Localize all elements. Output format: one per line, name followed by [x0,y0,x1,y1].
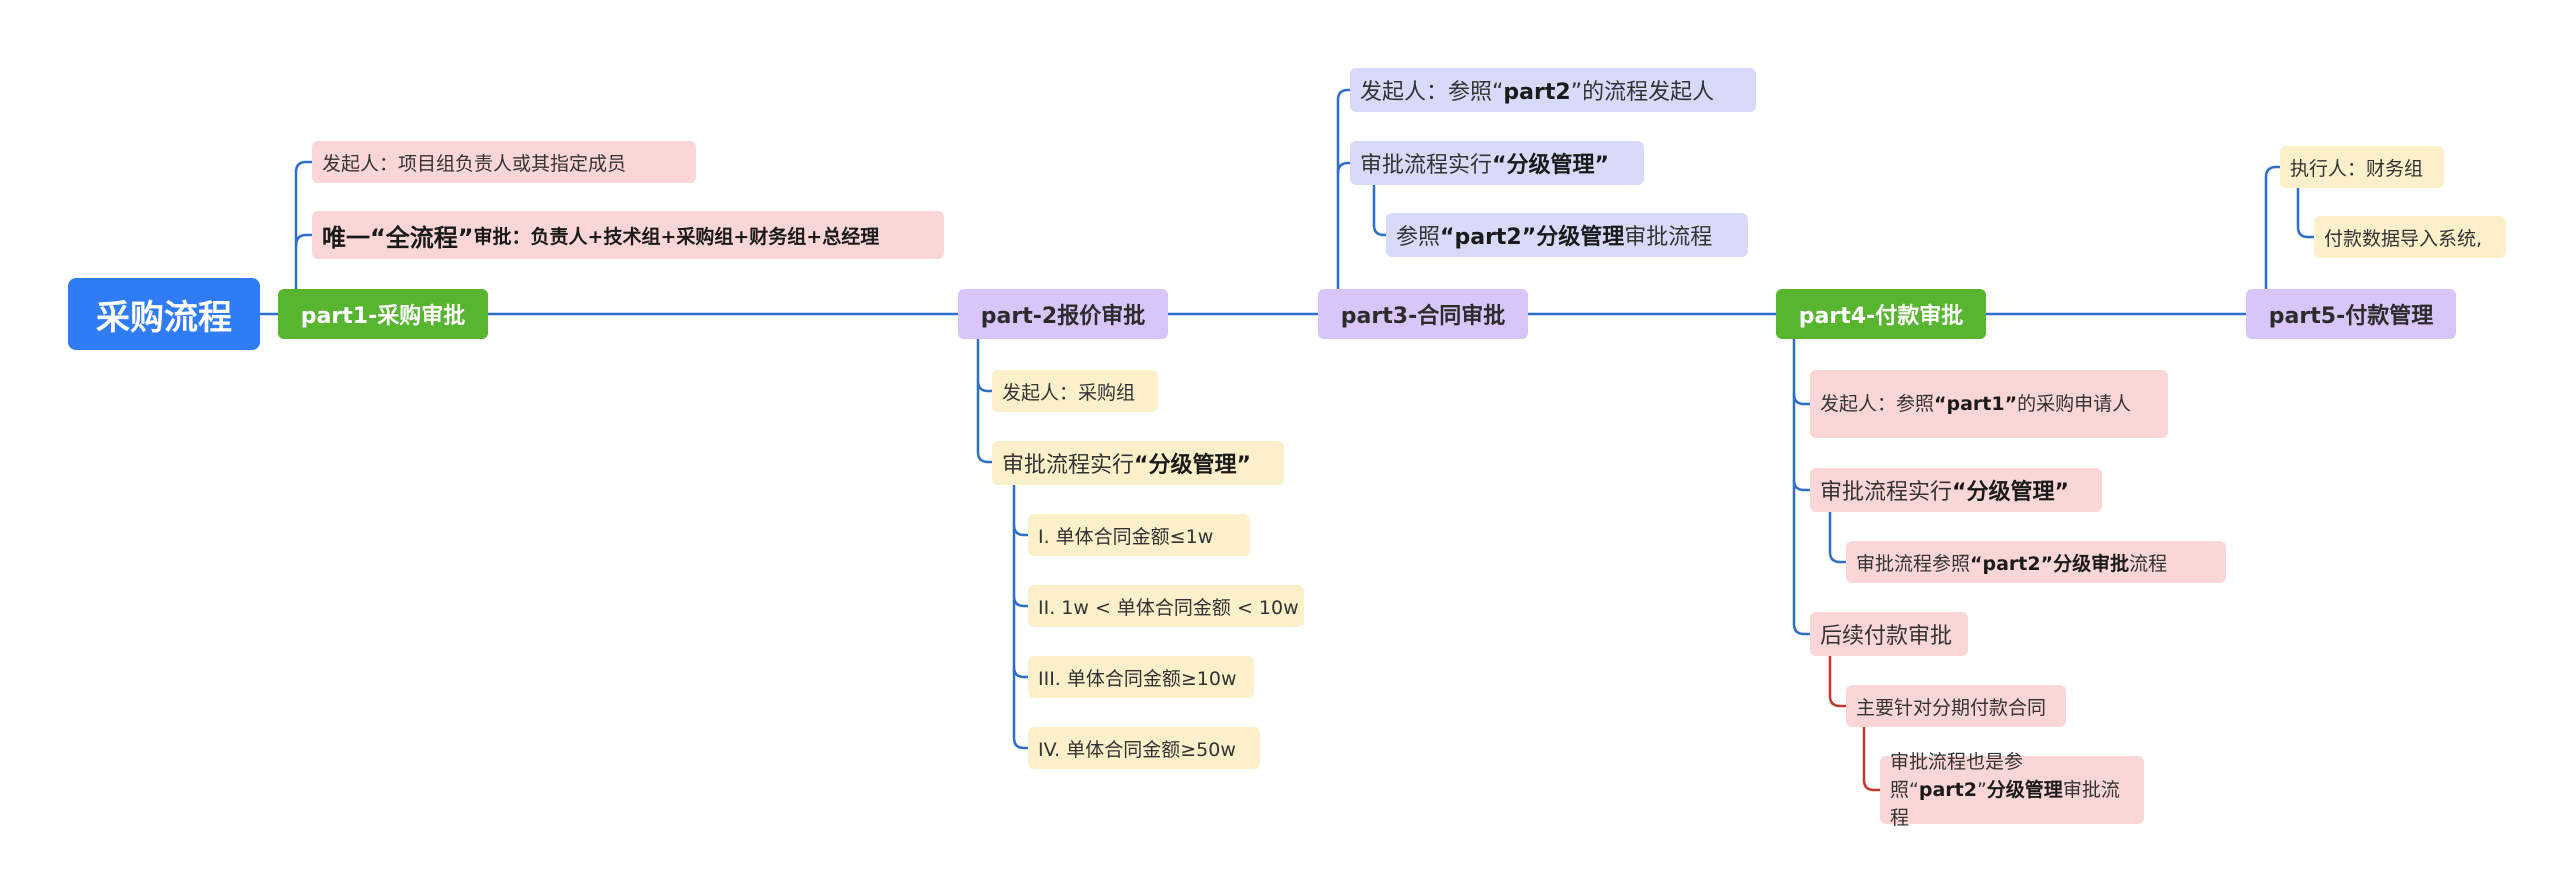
part2-tiered-management[interactable]: 审批流程实行“分级管理” [992,441,1284,485]
p3-branch-2 [1336,161,1352,175]
part4-followup[interactable]: 后续付款审批 [1810,612,1968,656]
part5-executor[interactable]: 执行人：财务组 [2280,146,2444,188]
part5-import[interactable]: 付款数据导入系统, [2314,216,2506,258]
p4-trunk [1792,337,1812,636]
p4-sub-1 [1828,510,1848,564]
p4-branch-1 [1792,392,1812,406]
part2-tier-4[interactable]: IV. 单体合同金额≥50w [1028,727,1260,769]
part4-tiered-management[interactable]: 审批流程实行“分级管理” [1810,468,2102,512]
p1-branch-2 [294,233,314,248]
root-topic[interactable]: 采购流程 [68,278,260,350]
part3-initiator[interactable]: 发起人：参照“part2”的流程发起人 [1350,68,1756,112]
part3-tiered-management[interactable]: 审批流程实行“分级管理” [1350,141,1644,185]
part4-installment[interactable]: 主要针对分期付款合同 [1846,685,2066,727]
p3-sub [1372,183,1388,237]
part4-topic[interactable]: part4-付款审批 [1776,289,1986,339]
p5-trunk [2264,165,2282,291]
part2-initiator[interactable]: 发起人：采购组 [992,370,1158,412]
part2-tier-3[interactable]: III. 单体合同金额≥10w [1028,656,1254,698]
part3-topic[interactable]: part3-合同审批 [1318,289,1528,339]
p4-sub-installment [1862,725,1882,792]
p2-tier-1 [1012,523,1030,537]
part1-topic[interactable]: part1-采购审批 [278,289,488,339]
part4-initiator[interactable]: 发起人：参照“part1”的采购申请人 [1810,370,2168,438]
p2-trunk [976,337,994,464]
p4-branch-2 [1792,478,1812,492]
part1-initiator[interactable]: 发起人：项目组负责人或其指定成员 [312,141,696,183]
part2-tier-1[interactable]: I. 单体合同金额≤1w [1028,514,1250,556]
part2-tier-2[interactable]: II. 1w < 单体合同金额 < 10w [1028,585,1304,627]
p2-tier-3 [1012,665,1030,679]
part3-reference[interactable]: 参照“part2”分级管理审批流程 [1386,213,1748,257]
p4-sub-followup [1828,654,1848,708]
p1-branch-1 [294,160,314,316]
part4-installment-reference[interactable]: 审批流程也是参照“part2”分级管理审批流程 [1880,751,2144,829]
p5-sub [2296,186,2316,239]
p2-tier-trunk [1012,483,1030,750]
p2-tier-2 [1012,594,1030,608]
part4-reference[interactable]: 审批流程参照“part2”分级审批流程 [1846,541,2226,583]
part1-full-approval[interactable]: 唯一“全流程”审批：负责人+技术组+采购组+财务组+总经理 [312,211,944,259]
part5-topic[interactable]: part5-付款管理 [2246,289,2456,339]
p3-trunk [1336,88,1352,291]
part2-topic[interactable]: part-2报价审批 [958,289,1168,339]
p2-branch-1 [976,379,994,393]
